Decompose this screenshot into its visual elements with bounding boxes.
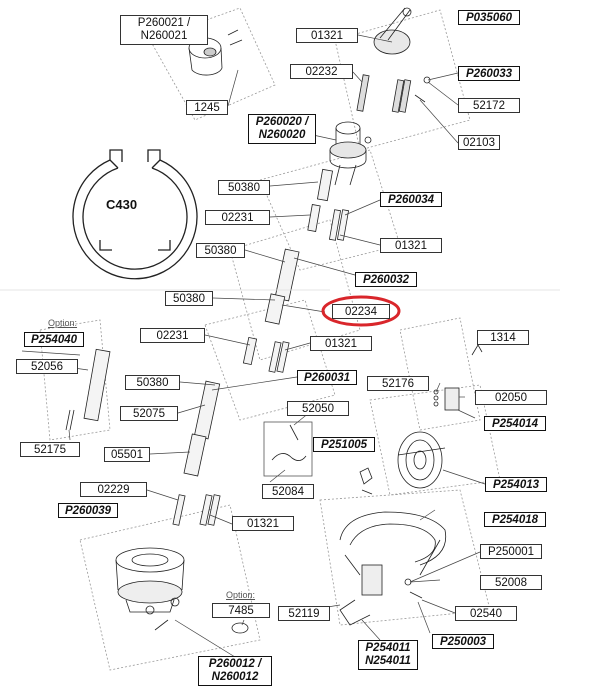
label-p250001: P250001 xyxy=(480,544,542,559)
label-01321-d: 01321 xyxy=(232,516,294,531)
label-52056: 52056 xyxy=(16,359,78,374)
label-02050: 02050 xyxy=(475,390,547,405)
label-02231-b: 02231 xyxy=(140,328,205,343)
label-52175: 52175 xyxy=(20,442,80,457)
spool-part xyxy=(397,431,446,489)
label-52084: 52084 xyxy=(262,484,314,499)
label-p260039: P260039 xyxy=(58,503,118,518)
label-01321-c: 01321 xyxy=(310,336,372,351)
label-05501: 05501 xyxy=(104,447,150,462)
label-52172: 52172 xyxy=(458,98,520,113)
label-02103: 02103 xyxy=(458,135,500,150)
label-p251005: P251005 xyxy=(313,437,375,452)
cage-part xyxy=(339,511,447,626)
label-02540: 02540 xyxy=(455,606,517,621)
bottom-reel-part xyxy=(115,547,185,631)
knob-part xyxy=(373,7,412,55)
label-1245: 1245 xyxy=(186,100,228,115)
label-52075: 52075 xyxy=(120,406,178,421)
leader-lines xyxy=(0,34,560,658)
label-02232: 02232 xyxy=(290,64,353,79)
label-52176: 52176 xyxy=(367,376,429,391)
label-02229: 02229 xyxy=(80,482,147,497)
label-p260020: P260020 /N260020 xyxy=(248,114,316,144)
small-clip-part xyxy=(231,622,249,634)
bracket-part xyxy=(263,421,313,477)
label-50380-c: 50380 xyxy=(165,291,213,306)
label-1314: 1314 xyxy=(477,330,529,345)
highlight-ring xyxy=(321,295,401,327)
label-02234: 02234 xyxy=(332,304,390,319)
c430-clamp-ring xyxy=(72,149,198,280)
label-7485: 7485 xyxy=(212,603,270,618)
label-p260021: P260021 /N260021 xyxy=(120,15,208,45)
label-p254014: P254014 xyxy=(484,416,546,431)
label-p260012: P260012 /N260012 xyxy=(198,656,272,686)
stacked-tubes xyxy=(172,168,350,526)
label-52008: 52008 xyxy=(480,575,542,590)
label-p254040: P254040 xyxy=(24,332,84,347)
assembly-frames xyxy=(39,7,501,671)
label-p254018: P254018 xyxy=(484,512,546,527)
label-01321-top: 01321 xyxy=(296,28,358,43)
label-p260033: P260033 xyxy=(458,66,520,81)
option-note-left: Option: xyxy=(48,318,78,328)
label-50380-a: 50380 xyxy=(218,180,270,195)
label-p260034: P260034 xyxy=(380,192,442,207)
label-p260031: P260031 xyxy=(297,370,357,385)
top-rods xyxy=(356,74,431,113)
head-body-part xyxy=(329,121,372,186)
option-note-bottom: Option: xyxy=(226,590,256,600)
option-tube xyxy=(65,348,111,431)
label-p260032: P260032 xyxy=(355,272,417,287)
label-50380-d: 50380 xyxy=(125,375,180,390)
label-01321-b: 01321 xyxy=(380,238,442,253)
label-p254013: P254013 xyxy=(485,477,547,492)
label-p035060: P035060 xyxy=(458,10,520,25)
label-50380-b: 50380 xyxy=(196,243,245,258)
label-52050: 52050 xyxy=(287,401,349,416)
label-c430: C430 xyxy=(106,197,138,212)
label-p250003: P250003 xyxy=(432,634,494,649)
label-02231-a: 02231 xyxy=(205,210,270,225)
small-bits xyxy=(359,344,483,495)
label-52119: 52119 xyxy=(278,606,330,621)
